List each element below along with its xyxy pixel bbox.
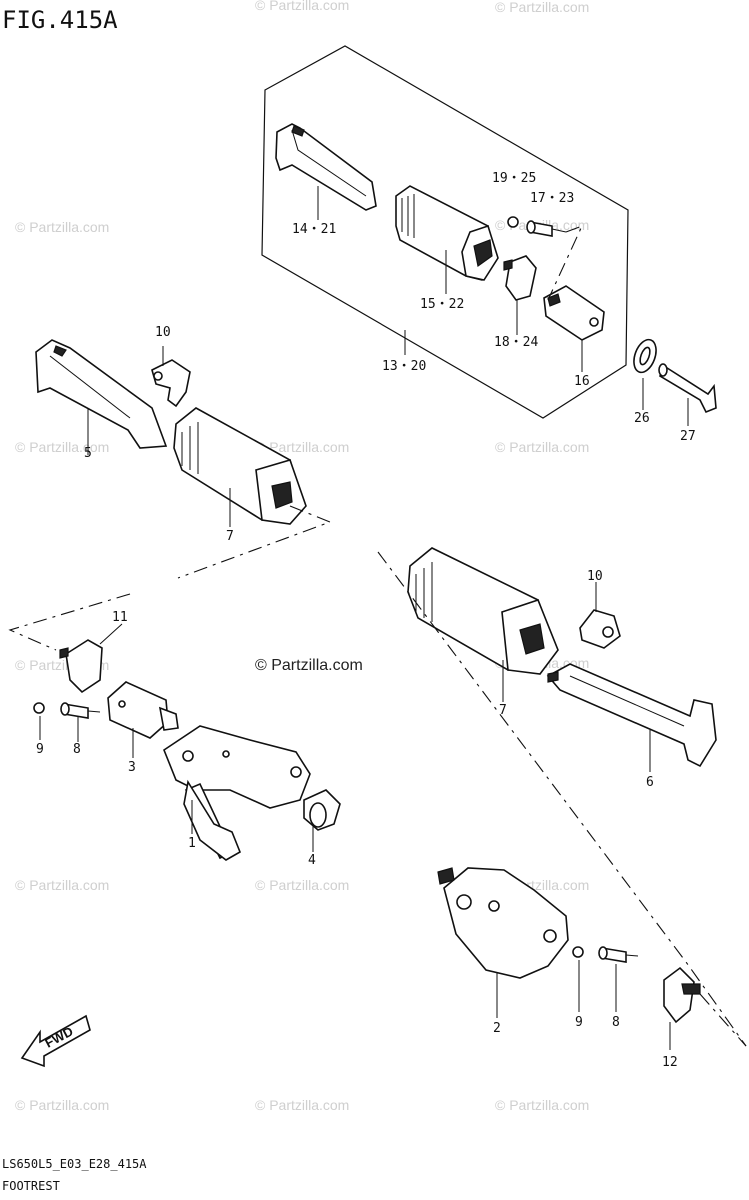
alignment-dash-upper (177, 505, 332, 579)
part-4-collar (303, 789, 341, 831)
part-10-clip-right (579, 609, 621, 649)
part-1-mount-bracket (163, 725, 311, 861)
part-7-footrest-rubber-left (173, 407, 307, 525)
watermark-main: © Partzilla.com (255, 657, 363, 674)
part-6-footrest-bar (546, 663, 717, 768)
watermark: © Partzilla.com (15, 1097, 109, 1113)
fwd-arrow-icon: FWD (20, 1014, 91, 1068)
watermark: © Partzilla.com (15, 877, 109, 893)
callout-14-21: 14・21 (292, 222, 336, 237)
part-5-footrest-bar (35, 339, 168, 449)
alignment-dash-right-short (699, 993, 747, 1047)
alignment-dash-right (377, 551, 747, 1047)
kit-frame (261, 45, 629, 419)
part-12-plate (663, 966, 701, 1024)
watermark: © Partzilla.com (495, 439, 589, 455)
part-7-footrest-rubber-right (407, 547, 559, 675)
callout-8-left: 8 (73, 742, 81, 757)
leader-11 (99, 623, 123, 645)
watermark: © Partzilla.com (15, 219, 109, 235)
callout-7-right: 7 (499, 703, 507, 718)
part-8-bolt-right (598, 946, 639, 963)
callout-17-23: 17・23 (530, 191, 574, 206)
part-27-bolt (658, 363, 717, 414)
callout-16: 16 (574, 374, 590, 389)
part-14-footrest-bar (275, 123, 377, 211)
callout-19-25: 19・25 (492, 171, 536, 186)
watermark: © Partzilla.com (15, 439, 109, 455)
callout-10-right: 10 (587, 569, 603, 584)
callout-2: 2 (493, 1021, 501, 1036)
watermark: © Partzilla.com (255, 439, 349, 455)
callout-4: 4 (308, 853, 316, 868)
figure-name: FOOTREST (2, 1179, 60, 1193)
callout-6: 6 (646, 775, 654, 790)
assembly-line (547, 225, 584, 301)
callouts: 14・21 19・25 17・23 15・22 18・24 13・20 16 2… (36, 171, 696, 1070)
callout-15-22: 15・22 (420, 297, 464, 312)
watermark: © Partzilla.com (255, 0, 349, 13)
callout-1: 1 (188, 836, 196, 851)
figure-title: FIG.415A (2, 6, 118, 34)
callout-3: 3 (128, 760, 136, 775)
part-15-footrest-rubber (395, 185, 499, 281)
callout-27: 27 (680, 429, 696, 444)
callout-11: 11 (112, 610, 128, 625)
part-26-washer (633, 338, 657, 374)
callout-9-right: 9 (575, 1015, 583, 1030)
callout-10-left: 10 (155, 325, 171, 340)
callout-26: 26 (634, 411, 650, 426)
callout-13-20: 13・20 (382, 359, 426, 374)
part-18-plate (503, 255, 537, 301)
callout-9-left: 9 (36, 742, 44, 757)
callout-5: 5 (84, 446, 92, 461)
part-17-bolt (526, 220, 567, 237)
watermark: © Partzilla.com (255, 1097, 349, 1113)
part-9-nut-right (572, 946, 584, 958)
watermark: © Partzilla.com (255, 877, 349, 893)
part-9-nut-left (33, 702, 45, 714)
watermark: © Partzilla.com (495, 0, 589, 15)
callout-8-right: 8 (612, 1015, 620, 1030)
callout-12: 12 (662, 1055, 678, 1070)
alignment-dash-left (8, 593, 131, 651)
part-8-bolt-left (60, 702, 101, 719)
part-19-nut (507, 216, 519, 228)
callout-18-24: 18・24 (494, 335, 538, 350)
figure-code: LS650L5_E03_E28_415A (2, 1157, 147, 1171)
part-11-plate (59, 639, 103, 694)
part-2-bracket (437, 867, 569, 979)
part-3-bracket (107, 681, 179, 739)
callout-7-left: 7 (226, 529, 234, 544)
part-10-clip (151, 359, 191, 408)
watermark: © Partzilla.com (495, 1097, 589, 1113)
part-16-bracket (543, 285, 605, 341)
